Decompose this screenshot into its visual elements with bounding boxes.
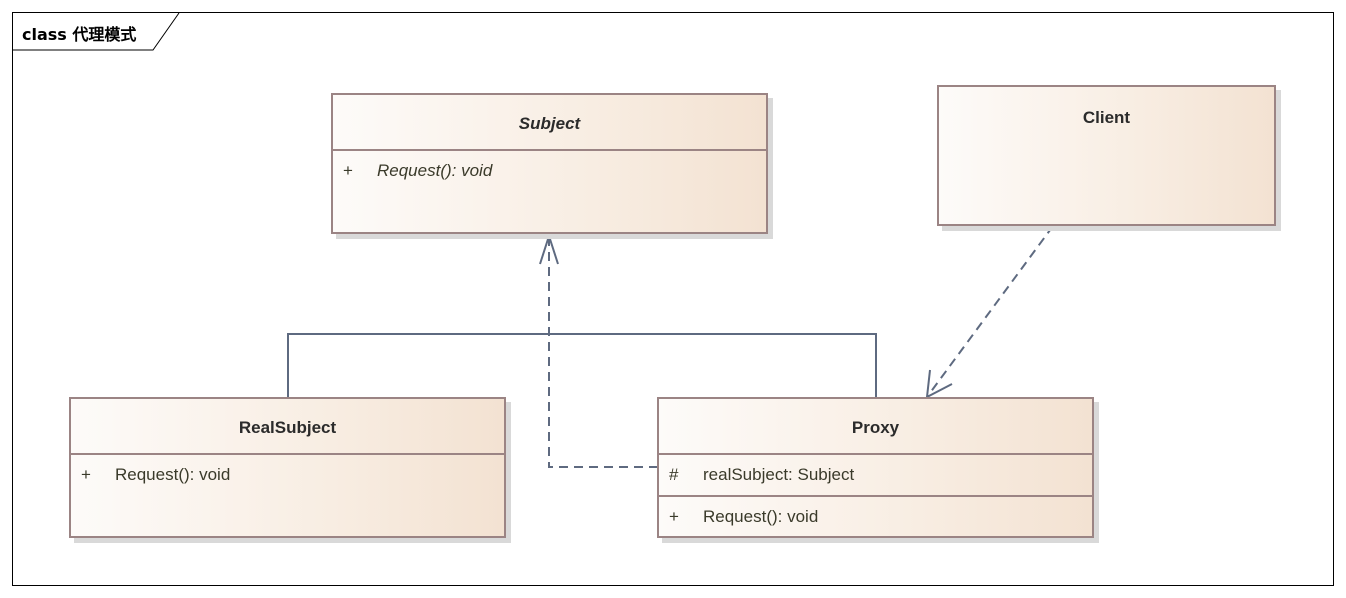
operation-row[interactable]: + Request(): void [71,455,504,495]
realization-arrowhead [539,232,559,265]
visibility-marker: + [81,465,91,484]
operations-compartment: + Request(): void [659,495,1092,536]
operation-row[interactable]: + Request(): void [659,497,1092,537]
attribute-signature: realSubject: Subject [703,465,855,484]
class-proxy[interactable]: Proxy # realSubject: Subject + Request()… [657,397,1094,538]
class-client[interactable]: Client [937,85,1276,226]
generalization-line[interactable] [287,333,877,398]
visibility-marker: + [669,507,679,526]
operation-signature: Request(): void [115,465,231,484]
frame-label-text: class 代理模式 [22,25,137,44]
operations-compartment: + Request(): void [71,453,504,536]
dependency-line[interactable] [926,225,1054,398]
attributes-compartment: # realSubject: Subject [659,453,1092,495]
operation-signature: Request(): void [377,161,493,180]
frame-label-tab [13,13,180,51]
dependency-arrowhead [925,369,953,399]
class-realsubject[interactable]: RealSubject + Request(): void [69,397,506,538]
class-name: Proxy [851,418,900,437]
diagram-frame [12,12,1334,586]
class-subject[interactable]: Subject + Request(): void [331,93,768,234]
visibility-marker: + [343,161,353,180]
operation-row[interactable]: + Request(): void [333,151,766,191]
operation-signature: Request(): void [703,507,819,526]
visibility-marker: # [669,465,679,484]
realization-line[interactable] [548,236,658,468]
class-name: Client [1082,108,1131,127]
operations-compartment: + Request(): void [333,149,766,232]
attribute-row[interactable]: # realSubject: Subject [659,455,1092,495]
class-name: Subject [518,114,581,133]
class-name: RealSubject [238,418,337,437]
